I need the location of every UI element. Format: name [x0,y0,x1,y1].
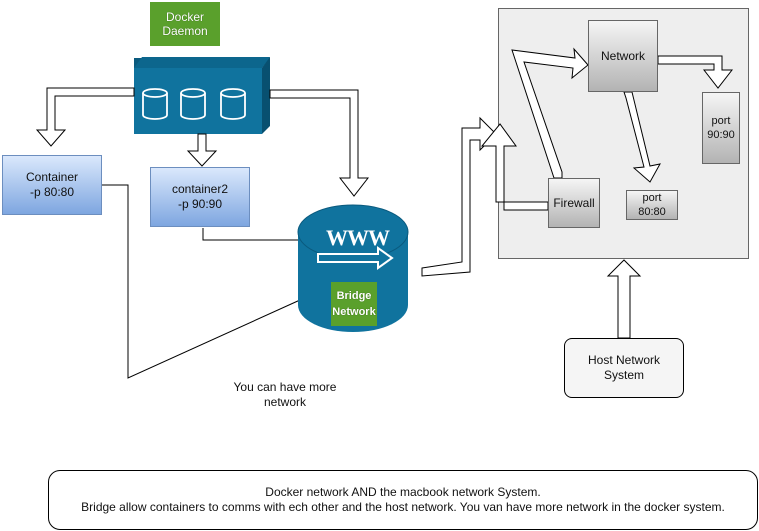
arrow-network-to-port1 [623,91,661,183]
note-line-1: Docker network AND the macbook network S… [265,485,541,499]
container2-box: container2-p 90:90 [150,167,250,227]
arrow-daemon-to-container [35,87,135,147]
arrow-firewall-to-network [511,47,589,179]
network-box: Network [588,20,658,92]
www-label: WWW [326,225,390,250]
firewall-box: Firewall [548,178,600,228]
arrow-network-to-port2 [657,55,734,89]
container1-box: Container-p 80:80 [2,155,102,215]
docker-daemon-icon [134,57,270,134]
arrow-daemon-to-bridge [269,89,370,197]
line-container2-bridge [202,228,300,241]
description-note: Docker network AND the macbook network S… [48,470,758,530]
line-container1-bridge [101,184,301,379]
arrow-firewall-out [480,123,549,211]
note-line-2: Bridge allow containers to comms with ec… [81,500,725,514]
arrow-host-to-panel [606,259,642,339]
arrow-daemon-to-container2 [186,133,218,167]
